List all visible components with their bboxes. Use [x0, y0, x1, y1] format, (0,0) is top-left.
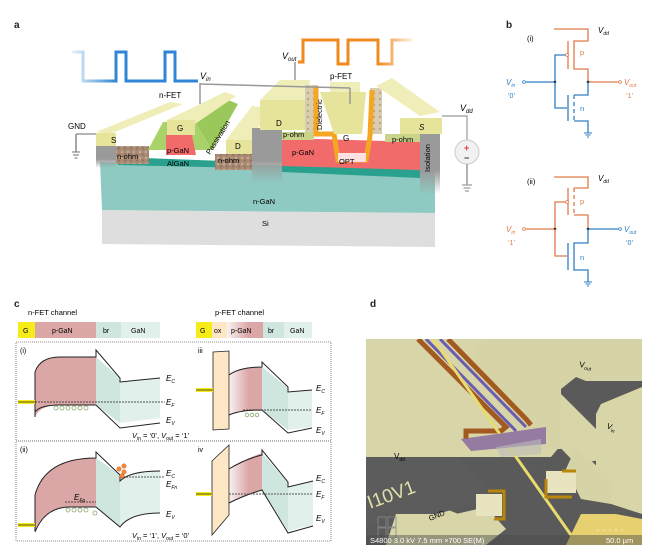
source-right-label: S	[419, 123, 425, 132]
pfet-layer-gan: GaN	[290, 328, 304, 335]
panel-c-band-diagrams: n-FET channel p-FET channel G p-GaN br G…	[15, 308, 332, 542]
n-ohm-right-label: n-ohm	[218, 156, 239, 165]
pfet-layer-g: G	[200, 328, 205, 335]
algan-label: AlGaN	[167, 159, 189, 168]
nfet-layer-gan: GaN	[131, 328, 145, 335]
dielectric-label: Dielectric	[315, 99, 324, 130]
band-iii-ef: EF	[316, 406, 325, 417]
circuit-ii-tag: (ii)	[527, 177, 536, 186]
opt-label: OPT	[339, 157, 355, 166]
panel-a-letter: a	[14, 20, 20, 31]
circuit-i-vin-state: ‘0’	[508, 93, 515, 100]
panel-b-circuits: (i) Vdd p n Vin ‘0’ Vout ‘1’ (ii) Vdd	[506, 26, 637, 287]
circuit-i-n-label: n	[580, 104, 584, 113]
sem-vout-label: Vout	[578, 360, 592, 373]
contact-pad-left	[476, 494, 502, 516]
pfet-layer-ox: ox	[214, 328, 222, 335]
nfet-channel-title: n-FET channel	[28, 308, 77, 317]
sem-info-text: S4800 3.0 kV 7.5 mm ×700 SE(M)	[370, 536, 485, 545]
cmos-inverter-i: (i) Vdd p n Vin ‘0’ Vout ‘1’	[506, 26, 637, 138]
panel-a-device-diagram: Vin Vout Vdd GND n-FET p-FET S G D D G S…	[68, 38, 480, 247]
band-diagram-i: (i) EC EF EV	[18, 348, 175, 429]
p-gan-n-label: p-GaN	[167, 146, 189, 155]
vin-label: Vin	[200, 71, 211, 83]
isolation-label: Isolation	[423, 144, 432, 172]
circuit-i-tag: (i)	[527, 34, 534, 43]
band-diagram-ii: (ii) EC EFn EFp EV	[18, 447, 177, 533]
si-label: Si	[262, 219, 269, 228]
band-iii-ev: EV	[316, 426, 325, 437]
minus-icon: −	[464, 153, 469, 163]
gnd-label: GND	[68, 122, 86, 131]
sem-vdd-label: Vdd	[394, 452, 405, 463]
pfet-label: p-FET	[330, 72, 352, 81]
pfet-layer-br: br	[268, 328, 275, 335]
si-layer	[102, 210, 435, 247]
pfet-channel-title: p-FET channel	[215, 308, 264, 317]
panel-d-sem-image: Vout Vin Vdd GND I10V1 S4800 3.0 kV 7.5 …	[366, 339, 642, 545]
drain-n-label: D	[235, 142, 241, 151]
band-ii-ev: EV	[166, 510, 175, 521]
band-i-ef: EF	[166, 398, 175, 409]
source-left-label: S	[111, 136, 116, 145]
nfet-layer-br: br	[103, 328, 110, 335]
contact-pad-right	[546, 471, 576, 493]
panel-d-letter: d	[370, 299, 377, 310]
circuit-ii-vin: Vin	[506, 225, 515, 236]
vin-waveform	[72, 50, 198, 83]
band-iv-ev: EV	[316, 514, 325, 525]
circuit-ii-vin-state: ‘1’	[508, 240, 515, 247]
band-iv-tag: iv	[198, 447, 204, 454]
n-ohm-left-label: n-ohm	[117, 152, 138, 161]
band-diagram-iii: iii EC EF EV	[196, 348, 325, 437]
band-iii-tag: iii	[198, 348, 203, 355]
band-ii-ec: EC	[166, 469, 175, 480]
vdd-label: Vdd	[460, 103, 473, 115]
sem-vin-label: Vin	[605, 421, 618, 435]
p-gan-p-label: p-GaN	[292, 148, 314, 157]
n-gan-label: n-GaN	[253, 197, 275, 206]
circuit-i-p-label: p	[580, 48, 584, 57]
circuit-i-vout: Vout	[624, 78, 637, 89]
band-ii-efp: EFp	[74, 493, 85, 504]
circuit-ii-vout-state: ‘0’	[626, 240, 633, 247]
circuit-i-vin: Vin	[506, 78, 515, 89]
band-ii-efn: EFn	[166, 480, 177, 491]
circuit-ii-n-label: n	[580, 253, 584, 262]
state-bottom-label: Vin = ‘1’, Vout = ‘0’	[132, 531, 189, 542]
p-ohm-right-label: p-ohm	[392, 135, 413, 144]
circuit-ii-p-label: p	[580, 197, 584, 206]
vout-waveform	[298, 38, 412, 66]
gate-n-label: G	[177, 124, 183, 133]
circuit-ii-vdd: Vdd	[598, 174, 609, 185]
vdd-pad	[366, 339, 566, 457]
circuit-i-vout-state: ‘1’	[626, 93, 633, 100]
circuit-ii-vout: Vout	[624, 225, 637, 236]
nfet-layer-pgan: p-GaN	[52, 328, 73, 335]
band-i-tag: (i)	[20, 348, 26, 355]
sem-scale-bar-label: 50.0 µm	[606, 536, 633, 545]
gate-p-label: G	[343, 134, 349, 143]
circuit-i-vdd: Vdd	[598, 26, 609, 37]
p-ohm-left-label: p-ohm	[283, 130, 304, 139]
band-ii-tag: (ii)	[20, 447, 28, 454]
nfet-label: n-FET	[159, 91, 181, 100]
nfet-layer-g: G	[23, 328, 28, 335]
cmos-inverter-ii: (ii) Vdd p n Vin ‘1’ Vout ‘0’	[506, 174, 637, 287]
band-diagram-iv: iv EC EF EV	[196, 444, 325, 537]
panel-c-letter: c	[14, 299, 20, 310]
band-i-ec: EC	[166, 374, 175, 385]
vout-pad	[471, 339, 642, 449]
band-iv-ef: EF	[316, 490, 325, 501]
band-iv-ec: EC	[316, 474, 325, 485]
state-top-label: Vin = ‘0’, Vout = ‘1’	[132, 431, 189, 442]
plus-icon: +	[464, 143, 469, 153]
pfet-layer-pgan: p-GaN	[231, 328, 252, 335]
band-i-ev: EV	[166, 416, 175, 427]
panel-b-letter: b	[506, 20, 513, 31]
band-iii-ec: EC	[316, 384, 325, 395]
vout-label: Vout	[282, 51, 297, 63]
drain-p-label: D	[276, 119, 282, 128]
